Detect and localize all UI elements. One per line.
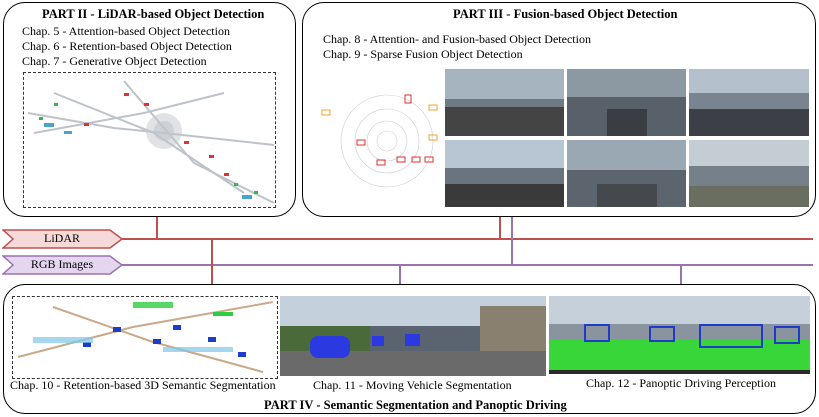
rgb-arrow-shape [2, 255, 124, 275]
fusion-camera-image-5 [567, 140, 686, 207]
part2-chapter-7: Chap. 7 - Generative Object Detection [22, 54, 207, 68]
part3-panel: PART III - Fusion-based Object Detection… [302, 2, 816, 217]
lidar-stream-label: LiDAR [44, 231, 80, 245]
fusion-camera-image-3 [689, 69, 809, 136]
moving-vehicle-segmentation-image [280, 296, 546, 376]
part4-caption-chap12: Chap. 12 - Panoptic Driving Perception [586, 376, 776, 390]
part3-title: PART III - Fusion-based Object Detection [453, 7, 678, 21]
part4-caption-chap11: Chap. 11 - Moving Vehicle Segmentation [313, 378, 512, 392]
part4-caption-chap10: Chap. 10 - Retention-based 3D Semantic S… [10, 378, 276, 392]
part2-chapter-6: Chap. 6 - Retention-based Object Detecti… [22, 39, 232, 53]
fusion-bev-pointcloud-image [317, 75, 442, 205]
rgb-stream-label: RGB Images [30, 257, 94, 271]
part2-title: PART II - LiDAR-based Object Detection [42, 7, 265, 21]
part3-chapter-8: Chap. 8 - Attention- and Fusion-based Ob… [323, 32, 591, 46]
part4-panel: Chap. 10 - Retention-based 3D Semantic S… [3, 284, 816, 414]
lidar-pointcloud-image [23, 72, 276, 208]
lidar-arrow-shape [2, 229, 124, 249]
panoptic-driving-perception-image [549, 296, 810, 374]
part2-chapter-5: Chap. 5 - Attention-based Object Detecti… [22, 24, 230, 38]
part4-title: PART IV - Semantic Segmentation and Pano… [264, 398, 567, 412]
part3-chapter-9: Chap. 9 - Sparse Fusion Object Detection [323, 47, 523, 61]
fusion-camera-image-4 [445, 140, 564, 207]
semantic-segmentation-pointcloud-image [12, 296, 278, 379]
fusion-camera-image-2 [567, 69, 686, 136]
fusion-camera-image-6 [689, 140, 809, 207]
part2-panel: PART II - LiDAR-based Object Detection C… [3, 2, 296, 217]
fusion-camera-image-1 [445, 69, 564, 136]
